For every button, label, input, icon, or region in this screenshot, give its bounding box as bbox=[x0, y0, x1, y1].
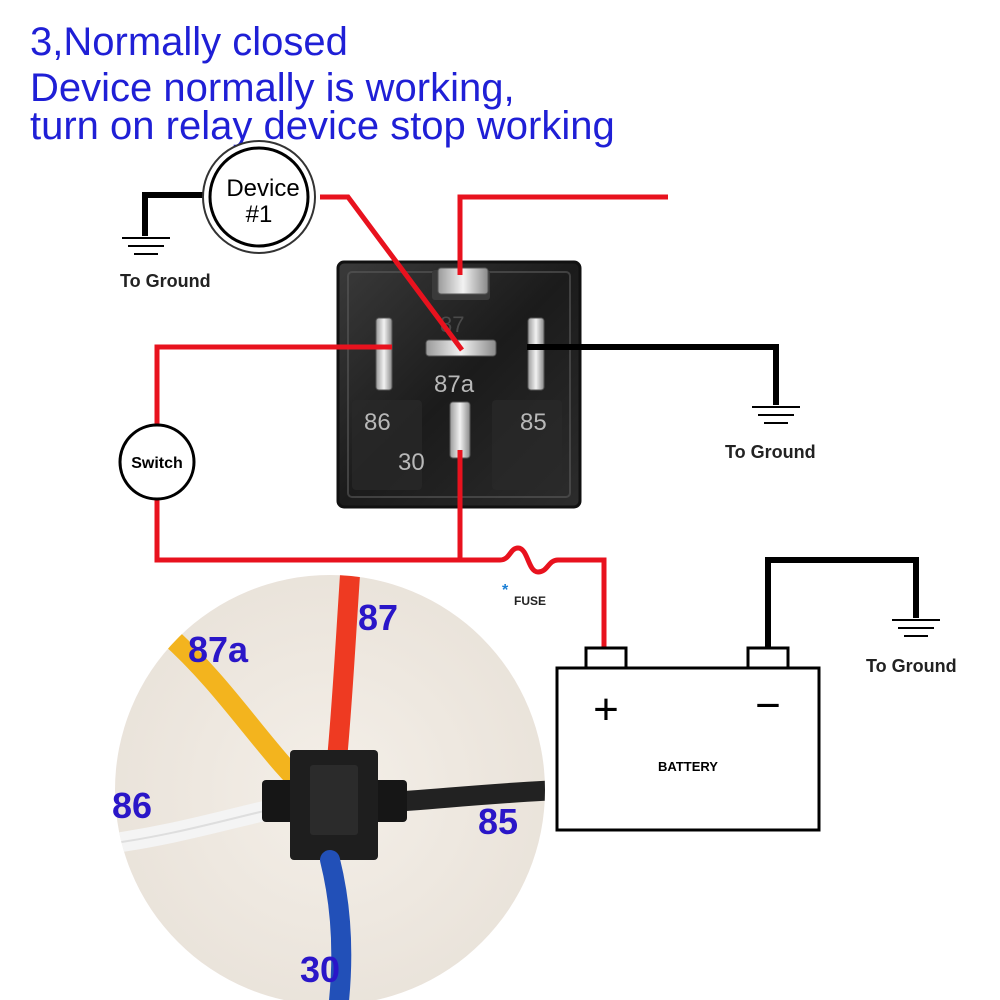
pin-87-terminal bbox=[437, 267, 489, 295]
wire-battery-to-ground bbox=[765, 557, 919, 648]
socket-label-87: 87 bbox=[358, 597, 398, 638]
ground-symbol-85 bbox=[752, 406, 800, 424]
wire-86-to-switch bbox=[154, 344, 392, 428]
pin-30-label: 30 bbox=[398, 449, 425, 476]
ground-symbol-battery bbox=[892, 619, 940, 637]
wire-device-to-87a bbox=[320, 194, 465, 352]
switch: Switch bbox=[118, 423, 196, 501]
battery-plus: + bbox=[593, 685, 619, 734]
fuse-star: * bbox=[502, 582, 509, 599]
device-label-line1: Device bbox=[226, 175, 299, 202]
device-1: Device #1 bbox=[202, 140, 316, 254]
pin-30-terminal bbox=[449, 401, 471, 459]
fuse-label: FUSE bbox=[514, 594, 546, 608]
fuse-wire bbox=[462, 545, 607, 648]
socket-label-87a: 87a bbox=[188, 629, 249, 670]
pin-85-terminal bbox=[527, 317, 545, 391]
relay-socket-photo: 87 87a 86 85 30 bbox=[112, 575, 545, 1000]
wire-device-to-ground bbox=[142, 192, 205, 236]
ground-label-85: To Ground bbox=[725, 442, 816, 462]
pin-86-terminal bbox=[375, 317, 393, 391]
title-line-1: 3,Normally closed bbox=[30, 20, 348, 64]
battery-label: BATTERY bbox=[658, 759, 718, 774]
pin-86-label: 86 bbox=[364, 409, 391, 436]
wire-switch-to-30 bbox=[154, 498, 462, 563]
title-line-3: turn on relay device stop working bbox=[30, 104, 615, 148]
switch-label: Switch bbox=[131, 455, 183, 472]
socket-label-86: 86 bbox=[112, 785, 152, 826]
socket-label-30: 30 bbox=[300, 949, 340, 990]
battery-minus: − bbox=[755, 681, 781, 730]
socket-label-85: 85 bbox=[478, 801, 518, 842]
wire-87-out bbox=[457, 194, 668, 275]
relay: 87 87a 86 85 30 bbox=[336, 260, 582, 509]
device-label-line2: #1 bbox=[246, 201, 273, 228]
battery: + − BATTERY bbox=[555, 646, 821, 832]
title-line-2: Device normally is working, bbox=[30, 66, 515, 110]
pin-87a-label: 87a bbox=[434, 371, 475, 398]
wire-85-to-ground bbox=[527, 344, 779, 405]
pin-85-label: 85 bbox=[520, 409, 547, 436]
ground-symbol-device bbox=[122, 237, 170, 255]
ground-label-device: To Ground bbox=[120, 271, 211, 291]
ground-label-battery: To Ground bbox=[866, 656, 957, 676]
